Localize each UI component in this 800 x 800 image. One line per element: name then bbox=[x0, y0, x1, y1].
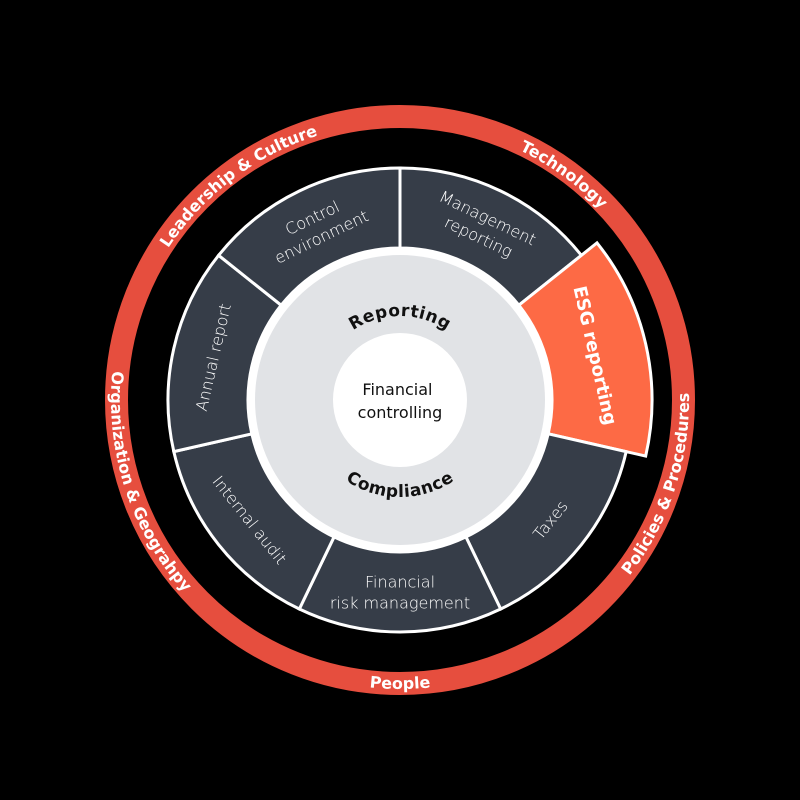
segment-label-line: Financial bbox=[365, 573, 435, 592]
center-label-line: Financial bbox=[362, 380, 432, 399]
center-label: Financial controlling bbox=[358, 380, 443, 422]
center-circle bbox=[333, 333, 467, 467]
center-label-line: controlling bbox=[358, 403, 443, 422]
segment-label: Financial risk management bbox=[330, 573, 470, 613]
outer-ring bbox=[105, 105, 695, 695]
segment-label-line: risk management bbox=[330, 594, 470, 613]
ring-label-people: People bbox=[369, 672, 431, 693]
